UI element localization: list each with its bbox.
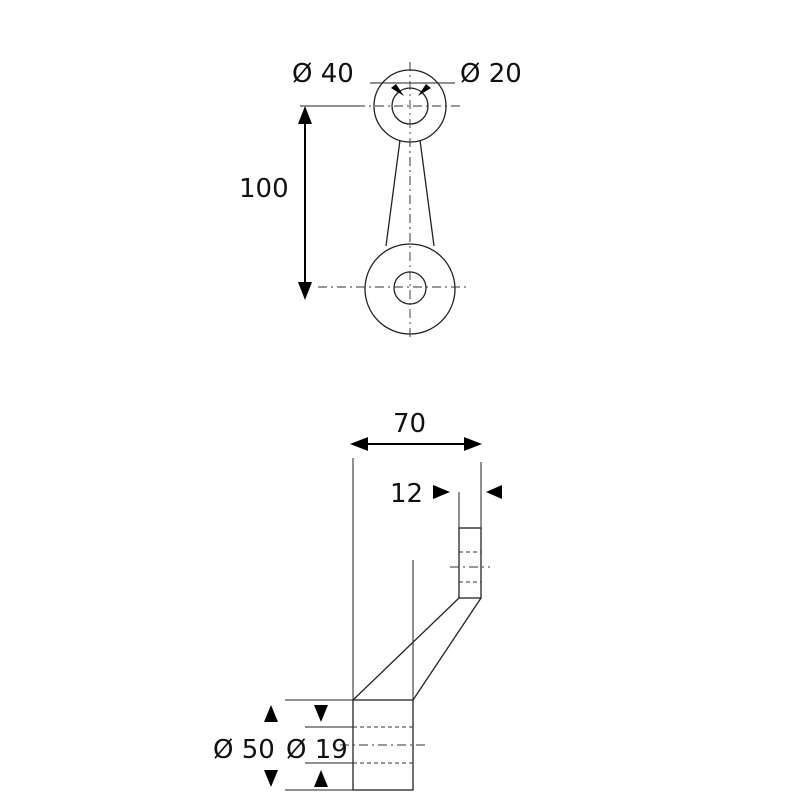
thickness-label: 12	[390, 479, 423, 509]
top-view-arm-outline	[385, 139, 435, 247]
side-view-thickness-arrow-left	[433, 485, 450, 499]
top-view-length-arrow-bottom	[298, 282, 312, 300]
top-view-length-arrow-top	[298, 106, 312, 124]
inner-diameter-label: Ø 20	[460, 59, 522, 89]
width-label: 70	[393, 409, 426, 439]
base-outer-arrow-bottom	[264, 770, 278, 787]
base-inner-diameter-label: Ø 19	[286, 735, 348, 765]
top-view: Ø 40 Ø 20 100	[239, 59, 522, 340]
side-view-width-arrow-right	[464, 437, 482, 451]
side-view-thickness-arrow-right	[486, 485, 502, 499]
side-view-width-arrow-left	[350, 437, 368, 451]
side-view: 70 12 Ø 50 Ø 19	[213, 409, 502, 791]
length-label: 100	[239, 174, 289, 204]
side-view-arm-outline	[352, 597, 482, 701]
top-view-hole-arrow-right	[418, 84, 431, 96]
outer-diameter-label: Ø 40	[292, 59, 354, 89]
base-inner-arrow-top	[314, 705, 328, 722]
base-inner-arrow-bottom	[314, 770, 328, 787]
top-view-hole-arrow-left	[391, 84, 404, 96]
side-view-top-lug	[458, 527, 482, 599]
base-outer-diameter-label: Ø 50	[213, 735, 275, 765]
base-outer-arrow-top	[264, 705, 278, 722]
